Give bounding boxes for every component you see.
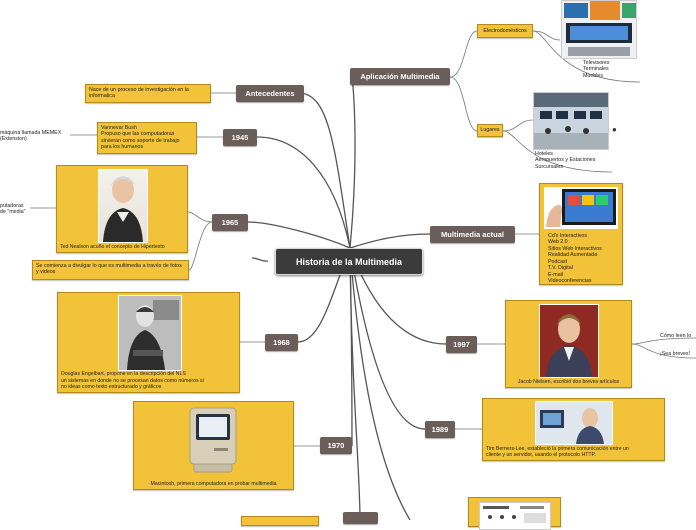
card-macintosh[interactable]: Macintosh, primera computadora en probar…	[133, 401, 294, 490]
note-partial-bottom-left[interactable]	[241, 516, 319, 526]
central-topic[interactable]: Historia de la Multimedia	[275, 248, 423, 275]
nielsen-photo	[539, 304, 599, 378]
nielsen-article-2[interactable]: ¡Sea breves!	[660, 351, 691, 357]
note-televisores-list: Televisores Terminales Muebles	[583, 60, 610, 79]
tv-store-photo	[561, 0, 637, 59]
engelbart-caption: Douglas Engelbart, propone en la descrip…	[61, 371, 204, 390]
note-antecedentes[interactable]: Nace de un proceso de investigación en l…	[85, 84, 211, 103]
topic-1945[interactable]: 1945	[223, 129, 257, 146]
topic-1989[interactable]: 1989	[425, 421, 455, 438]
multimedia-actual-list: Cd's Interactivos Web 2.0 Sitios Web Int…	[548, 233, 602, 285]
card-multimedia-actual[interactable]: Cd's Interactivos Web 2.0 Sitios Web Int…	[539, 183, 623, 285]
topic-1968[interactable]: 1968	[265, 334, 298, 351]
nielsen-caption: Jacob Nielsen, escribió dos breves artíc…	[517, 378, 620, 385]
globe-icon[interactable]: ●	[612, 125, 617, 134]
airport-photo	[533, 92, 609, 150]
topic-antecedentes[interactable]: Antecedentes	[236, 85, 304, 102]
webpage-thumbnail	[479, 502, 551, 530]
note-divulgar[interactable]: Se comienza a divulgar lo que es multime…	[32, 260, 189, 280]
card-partial-bottom-right[interactable]	[468, 497, 561, 530]
card-jacob-nielsen[interactable]: Jacob Nielsen, escribió dos breves artíc…	[505, 300, 632, 388]
topic-1970[interactable]: 1970	[320, 437, 352, 454]
note-memex-left: máquina llamada MEMEX (Extension)	[0, 130, 62, 143]
card-ted-nelson[interactable]: Ted Nealson acuño el concepto de Hiperte…	[56, 165, 188, 253]
note-lugares-list: Hoteles Aeropuertos y Estaciones Surcurs…	[535, 151, 596, 170]
berners-lee-caption: Tim Berners-Lee, estableció la primera c…	[486, 445, 629, 458]
smart-tv-photo	[544, 187, 618, 229]
ted-nelson-photo	[98, 169, 148, 243]
topic-1997[interactable]: 1997	[446, 336, 477, 353]
topic-multimedia-actual[interactable]: Multimedia actual	[430, 226, 515, 243]
macintosh-photo	[184, 406, 242, 474]
macintosh-caption: Macintosh, primera computadora en probar…	[150, 480, 277, 487]
card-tim-berners-lee[interactable]: Tim Berners-Lee, estableció la primera c…	[482, 398, 665, 461]
topic-1965[interactable]: 1965	[212, 214, 248, 231]
nielsen-article-1[interactable]: Cómo leen lo	[660, 333, 692, 339]
berners-lee-photo	[535, 401, 613, 445]
topic-aplicacion-multimedia[interactable]: Aplicación Multimedia	[350, 68, 450, 85]
card-douglas-engelbart[interactable]: Douglas Engelbart, propone en la descrip…	[57, 292, 240, 393]
engelbart-photo	[118, 295, 182, 371]
note-vannevar-bush[interactable]: Vannevar Bush Propuso que las computador…	[97, 122, 197, 154]
ted-nelson-caption: Ted Nealson acuño el concepto de Hiperte…	[60, 243, 165, 250]
topic-partial-bottom[interactable]	[343, 512, 378, 524]
note-media-left: putadoras de "media"	[0, 203, 26, 216]
note-electrodomesticos[interactable]: Electrodomésticos	[477, 24, 533, 38]
note-lugares[interactable]: Lugares	[477, 124, 503, 137]
